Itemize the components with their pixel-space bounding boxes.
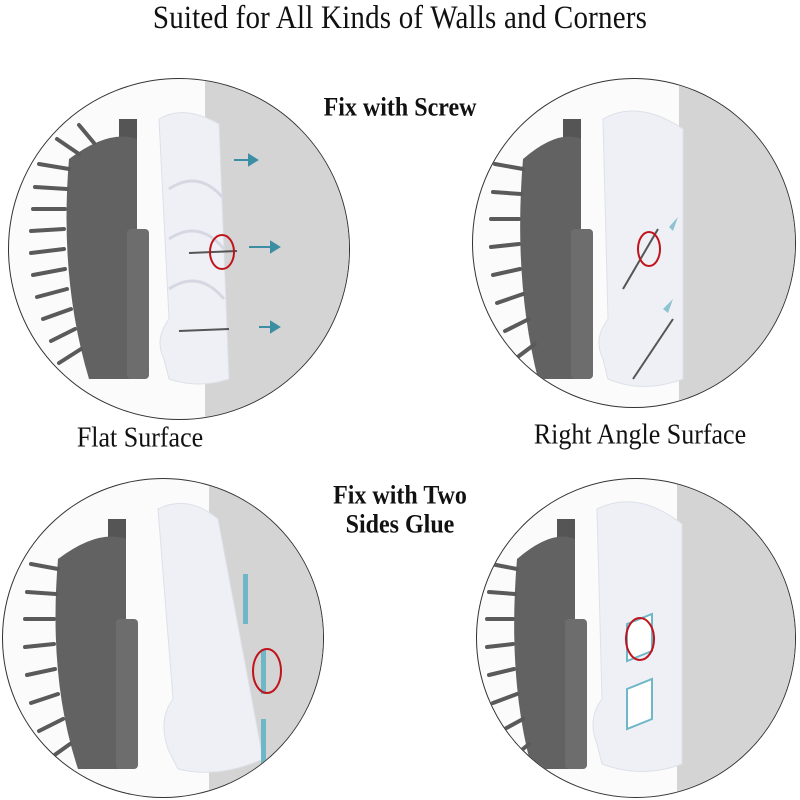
holder-icon (158, 112, 230, 385)
red-ellipse-highlight (209, 234, 235, 270)
red-ellipse-highlight (625, 617, 655, 661)
red-ellipse-highlight (252, 648, 282, 694)
holder-icon (157, 502, 264, 773)
panel-flat-glue (2, 478, 324, 798)
brush-icon (23, 519, 138, 769)
screw-icon (178, 250, 238, 332)
section-heading-glue: Fix with Two Sides Glue (270, 482, 530, 540)
panel-corner-screw (472, 78, 796, 408)
wall-surface (679, 79, 795, 407)
holder-icon (598, 110, 684, 387)
arrow-right-icon (234, 153, 281, 334)
brush-icon (489, 119, 593, 379)
wall-surface (677, 479, 795, 797)
page-title: Suited for All Kinds of Walls and Corner… (152, 0, 648, 36)
panel-corner-glue (476, 478, 796, 798)
section-heading-glue-line1: Fix with Two (333, 481, 467, 510)
section-heading-glue-line2: Sides Glue (345, 511, 455, 540)
caption-flat-surface: Flat Surface (76, 421, 204, 454)
arrow-right-icon (663, 217, 678, 313)
caption-right-angle-surface: Right Angle Surface (533, 418, 747, 451)
brush-icon (29, 119, 149, 379)
panel-flat-screw (8, 78, 350, 420)
section-heading-screw: Fix with Screw (323, 93, 477, 122)
red-ellipse-highlight (637, 231, 661, 267)
glue-strip-icon (626, 612, 653, 731)
glue-strip-icon (243, 574, 266, 764)
brush-icon (485, 519, 587, 769)
